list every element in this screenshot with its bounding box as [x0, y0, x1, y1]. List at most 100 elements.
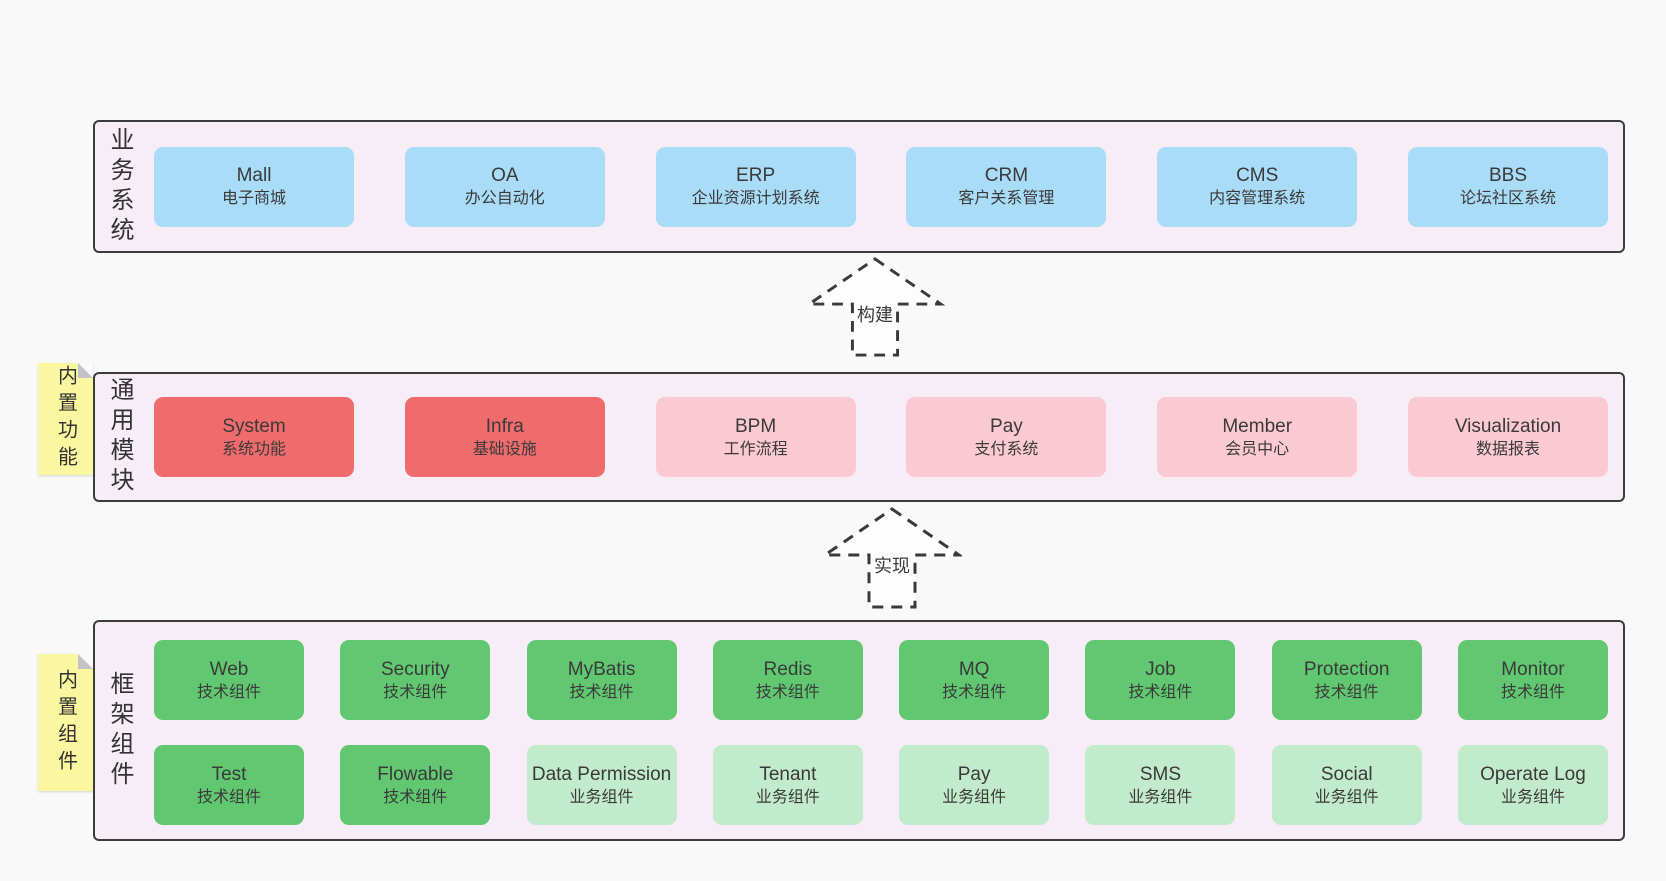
box-subtitle: 办公自动化: [464, 190, 545, 208]
business-box-erp: ERP 企业资源计划系统: [655, 146, 856, 227]
component-box-mq: MQ 技术组件: [899, 640, 1050, 720]
box-subtitle: 系统功能: [221, 440, 286, 458]
box-title: System: [222, 415, 286, 437]
component-box-monitor: Monitor 技术组件: [1457, 640, 1608, 720]
box-subtitle: 业务组件: [569, 788, 634, 806]
note-fold-corner-icon: [78, 363, 93, 378]
implement-arrow: 实现: [822, 505, 962, 611]
built-in-components-note: 内置组件: [38, 654, 93, 791]
box-title: Visualization: [1454, 415, 1562, 437]
module-box-infra: Infra 基础设施: [404, 397, 605, 477]
box-title: SMS: [1139, 763, 1181, 785]
build-arrow-label: 构建: [854, 300, 896, 327]
box-subtitle: 业务组件: [942, 788, 1007, 806]
box-subtitle: 技术组件: [196, 683, 261, 701]
box-subtitle: 业务组件: [1128, 788, 1193, 806]
box-title: Job: [1145, 658, 1176, 680]
common-modules-layer: 通用模块 System 系统功能 Infra 基础设施 BPM 工作流程 Pay…: [93, 372, 1625, 502]
box-title: BBS: [1488, 165, 1527, 187]
box-title: Social: [1320, 763, 1373, 785]
built-in-functions-note: 内置功能: [38, 363, 93, 475]
box-subtitle: 技术组件: [383, 788, 448, 806]
component-box-test: Test 技术组件: [154, 745, 304, 825]
business-box-crm: CRM 客户关系管理: [906, 146, 1107, 227]
box-title: OA: [491, 165, 519, 187]
business-layer-label: 业务系统: [106, 126, 133, 247]
box-subtitle: 内容管理系统: [1209, 190, 1306, 208]
box-subtitle: 业务组件: [1314, 788, 1379, 806]
module-box-system: System 系统功能: [154, 397, 354, 477]
box-title: Tenant: [759, 763, 817, 785]
box-title: Operate Log: [1480, 763, 1586, 785]
business-box-cms: CMS 内容管理系统: [1157, 146, 1358, 227]
note-fold-corner-icon: [78, 654, 93, 669]
box-subtitle: 支付系统: [974, 440, 1039, 458]
box-subtitle: 数据报表: [1475, 440, 1540, 458]
box-subtitle: 基础设施: [472, 440, 537, 458]
component-box-security: Security 技术组件: [340, 640, 491, 720]
box-title: MQ: [958, 658, 990, 680]
business-box-bbs: BBS 论坛社区系统: [1407, 146, 1608, 227]
box-title: Monitor: [1501, 658, 1565, 680]
component-box-protection: Protection 技术组件: [1271, 640, 1422, 720]
box-subtitle: 技术组件: [383, 683, 448, 701]
build-arrow: 构建: [805, 256, 945, 358]
module-box-member: Member 会员中心: [1157, 397, 1358, 477]
box-title: Pay: [957, 763, 991, 785]
box-subtitle: 技术组件: [1500, 683, 1565, 701]
component-box-data-permission: Data Permission 业务组件: [526, 745, 677, 825]
component-box-web: Web 技术组件: [154, 640, 304, 720]
business-systems-layer: 业务系统 Mall 电子商城 OA 办公自动化 ERP 企业资源计划系统 CRM…: [93, 120, 1625, 253]
module-box-pay: Pay 支付系统: [906, 397, 1107, 477]
box-title: CMS: [1236, 165, 1279, 187]
components-row-1: Web 技术组件 Security 技术组件 MyBatis 技术组件 Redi…: [154, 640, 1608, 720]
box-title: Web: [209, 658, 249, 680]
box-subtitle: 技术组件: [1314, 683, 1379, 701]
box-title: Pay: [990, 415, 1023, 437]
component-box-tenant: Tenant 业务组件: [712, 745, 863, 825]
box-title: Test: [211, 763, 247, 785]
module-box-bpm: BPM 工作流程: [655, 397, 856, 477]
box-title: Member: [1222, 415, 1293, 437]
box-title: Redis: [763, 658, 813, 680]
box-title: Infra: [485, 415, 524, 437]
box-subtitle: 论坛社区系统: [1459, 190, 1556, 208]
box-subtitle: 企业资源计划系统: [691, 190, 820, 208]
modules-layer-boxes: System 系统功能 Infra 基础设施 BPM 工作流程 Pay 支付系统…: [154, 374, 1608, 500]
components-layer-boxes: Web 技术组件 Security 技术组件 MyBatis 技术组件 Redi…: [154, 622, 1608, 839]
box-subtitle: 技术组件: [196, 788, 261, 806]
box-subtitle: 工作流程: [723, 440, 788, 458]
box-title: BPM: [735, 415, 777, 437]
component-box-job: Job 技术组件: [1085, 640, 1236, 720]
box-title: Protection: [1303, 658, 1390, 680]
note-text: 内置功能: [54, 365, 77, 473]
implement-arrow-label: 实现: [871, 551, 913, 578]
note-text: 内置组件: [54, 668, 77, 777]
modules-layer-label: 通用模块: [106, 377, 133, 497]
box-title: ERP: [736, 165, 776, 187]
box-subtitle: 技术组件: [569, 683, 634, 701]
box-subtitle: 技术组件: [1128, 683, 1193, 701]
box-title: Flowable: [377, 763, 454, 785]
box-subtitle: 业务组件: [755, 788, 820, 806]
box-subtitle: 业务组件: [1500, 788, 1565, 806]
box-title: Data Permission: [531, 763, 672, 785]
box-title: Security: [380, 658, 450, 680]
module-box-visualization: Visualization 数据报表: [1407, 397, 1608, 477]
component-box-mybatis: MyBatis 技术组件: [526, 640, 677, 720]
box-title: Mall: [236, 165, 272, 187]
business-box-oa: OA 办公自动化: [404, 146, 605, 227]
component-box-flowable: Flowable 技术组件: [340, 745, 491, 825]
box-title: CRM: [984, 165, 1029, 187]
business-box-mall: Mall 电子商城: [154, 146, 354, 227]
box-subtitle: 客户关系管理: [958, 190, 1055, 208]
box-subtitle: 电子商城: [221, 190, 286, 208]
business-layer-boxes: Mall 电子商城 OA 办公自动化 ERP 企业资源计划系统 CRM 客户关系…: [154, 122, 1608, 251]
box-subtitle: 技术组件: [942, 683, 1007, 701]
box-subtitle: 会员中心: [1225, 440, 1290, 458]
component-box-operate-log: Operate Log 业务组件: [1457, 745, 1608, 825]
framework-components-layer: 框架组件 Web 技术组件 Security 技术组件 MyBatis 技术组件…: [93, 620, 1625, 841]
component-box-social: Social 业务组件: [1271, 745, 1422, 825]
component-box-sms: SMS 业务组件: [1085, 745, 1236, 825]
